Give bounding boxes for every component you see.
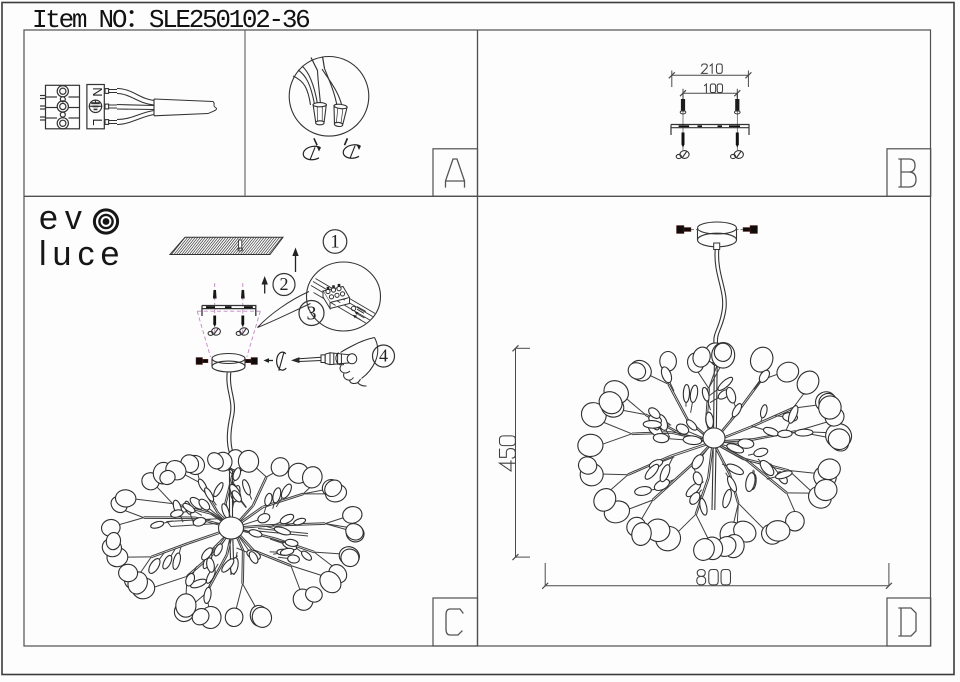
- svg-text:ev: ev: [39, 199, 89, 237]
- svg-text:luce: luce: [39, 235, 125, 273]
- svg-text:1: 1: [330, 232, 340, 253]
- svg-text:L: L: [90, 119, 105, 126]
- svg-text:N: N: [90, 87, 105, 96]
- svg-text:2: 2: [280, 274, 289, 294]
- svg-text:4: 4: [379, 346, 388, 366]
- svg-text:Item NO：SLE250102-36: Item NO：SLE250102-36: [32, 5, 309, 35]
